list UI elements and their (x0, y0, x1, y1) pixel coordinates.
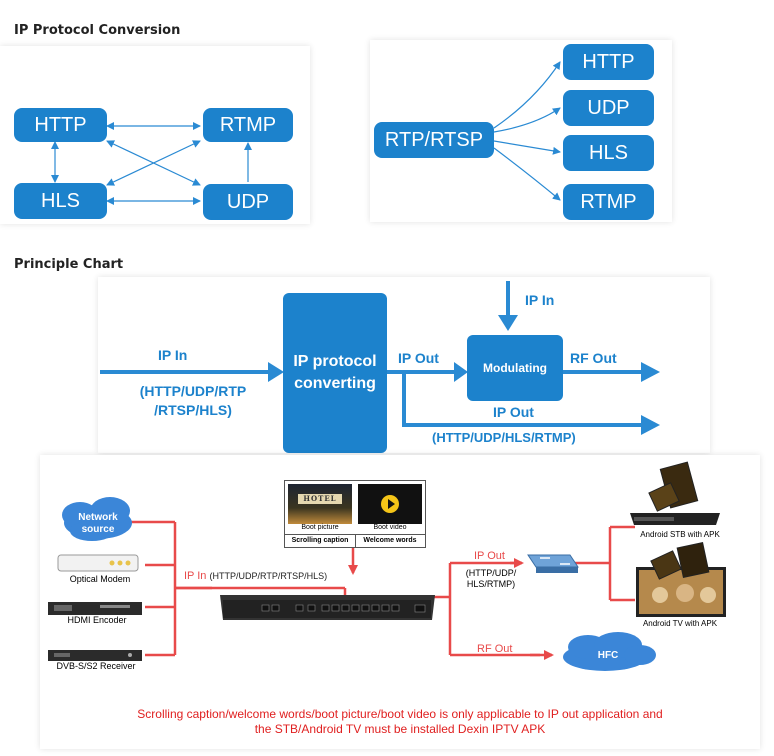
section-title-principle-chart: Principle Chart (14, 257, 124, 272)
ip-out-topology-label: IP Out (474, 550, 505, 562)
principle-arrows (100, 281, 660, 435)
ip-out-bottom-protocols: (HTTP/UDP/HLS/RTMP) (432, 430, 576, 445)
hdmi-encoder-icon (48, 602, 142, 615)
ip-in-top-label: IP In (525, 292, 555, 308)
node-out-rtmp: RTMP (563, 184, 654, 220)
ip-out-topology-proto: (HTTP/UDP/ HLS/RTMP) (458, 568, 524, 590)
optical-modem-label: Optical Modem (69, 574, 131, 584)
protocol-diagram-left: HTTP RTMP HLS UDP (0, 46, 310, 224)
rack-device-icon (220, 595, 435, 620)
protocol-diagram-right: RTP/RTSP HTTP UDP HLS RTMP (370, 40, 672, 222)
optical-modem-icon (57, 554, 139, 572)
arrow-hls-rtmp (106, 140, 201, 186)
rf-out-topology-label: RF Out (477, 643, 513, 655)
play-icon (381, 495, 399, 513)
topology-diagram: HOTEL Boot picture Boot video Scrolling … (40, 455, 760, 749)
ip-out-bottom-arrowhead (641, 415, 660, 435)
boot-video-thumbnail (358, 484, 422, 524)
ip-in-proto-text: (HTTP/UDP/RTP/RTSP/HLS) (209, 571, 328, 581)
ip-out-proto-line1: (HTTP/UDP/ (465, 568, 517, 578)
switch-links (575, 525, 635, 602)
network-source-cloud-icon (62, 497, 132, 541)
node-out-udp: UDP (563, 90, 654, 126)
ip-in-protocols-line1: (HTTP/UDP/RTP (139, 383, 247, 399)
boot-picture-thumbnail: HOTEL (288, 484, 352, 524)
node-http: HTTP (14, 108, 107, 142)
node-udp: UDP (203, 184, 293, 220)
node-rtp-rtsp: RTP/RTSP (374, 122, 494, 158)
ip-in-label: IP In (158, 347, 188, 363)
hfc-label: HFC (597, 650, 619, 661)
rf-out-arrowhead (641, 362, 660, 382)
ip-in-text: IP In (184, 570, 207, 582)
node-out-http: HTTP (563, 44, 654, 80)
network-source-label: Network source (68, 512, 128, 536)
ip-in-top-arrowhead (498, 315, 518, 331)
hfc-cloud-icon (563, 632, 656, 671)
principle-chart: IP In (HTTP/UDP/RTP /RTSP/HLS) IP protoc… (98, 277, 710, 453)
left-diagram-arrows (51, 122, 252, 205)
converter-line1: IP protocol (293, 353, 377, 370)
footnote-line2: the STB/Android TV must be installed Dex… (254, 722, 546, 736)
boot-picture-label: Boot picture (301, 524, 339, 531)
section-title-ip-protocol-conversion: IP Protocol Conversion (14, 23, 181, 38)
android-tv-icon (636, 542, 726, 617)
arrow-to-hls (493, 140, 561, 155)
arrow-to-rtmp (493, 147, 561, 201)
welcome-words-label: Welcome words (355, 534, 425, 547)
node-rtmp: RTMP (203, 108, 293, 142)
dvb-receiver-icon (48, 650, 142, 661)
android-tv-label: Android TV with APK (642, 619, 718, 628)
dvb-receiver-label: DVB-S/S2 Receiver (56, 661, 136, 671)
converter-line2: converting (294, 375, 376, 392)
ip-out-proto-line2: HLS/RTMP) (466, 579, 516, 589)
scrolling-caption-label: Scrolling caption (285, 534, 356, 547)
hotel-sign: HOTEL (298, 494, 342, 504)
ip-in-topology-label: IP In (HTTP/UDP/RTP/RTSP/HLS) (184, 570, 327, 582)
right-diagram-arrows (493, 61, 561, 201)
ip-out-arrowhead (454, 362, 468, 382)
ip-out-label-top: IP Out (398, 350, 439, 366)
footnote: Scrolling caption/welcome words/boot pic… (40, 707, 760, 737)
boot-content-card: HOTEL Boot picture Boot video Scrolling … (284, 480, 426, 548)
footnote-line1: Scrolling caption/welcome words/boot pic… (137, 707, 663, 721)
node-hls: HLS (14, 183, 107, 219)
topology-drawing (48, 461, 726, 671)
ip-in-arrowhead (268, 362, 284, 382)
ip-in-protocols: (HTTP/UDP/RTP /RTSP/HLS) (118, 382, 268, 420)
arrow-to-udp (493, 107, 561, 133)
arrow-to-http (493, 61, 561, 129)
network-source-line2: source (81, 524, 115, 535)
ip-protocol-converting-box: IP protocol converting (283, 293, 387, 453)
network-switch-icon (527, 554, 579, 573)
ip-in-protocols-line2: /RTSP/HLS) (154, 402, 232, 418)
boot-video-label: Boot video (373, 524, 407, 531)
rf-out-label: RF Out (570, 350, 617, 366)
hdmi-encoder-label: HDMI Encoder (67, 615, 127, 625)
modulating-box: Modulating (467, 335, 563, 401)
android-stb-label: Android STB with APK (640, 530, 720, 539)
ip-out-label-bottom: IP Out (493, 404, 534, 420)
android-stb-icon (630, 461, 720, 525)
node-out-hls: HLS (563, 135, 654, 171)
network-source-line1: Network (78, 512, 118, 523)
